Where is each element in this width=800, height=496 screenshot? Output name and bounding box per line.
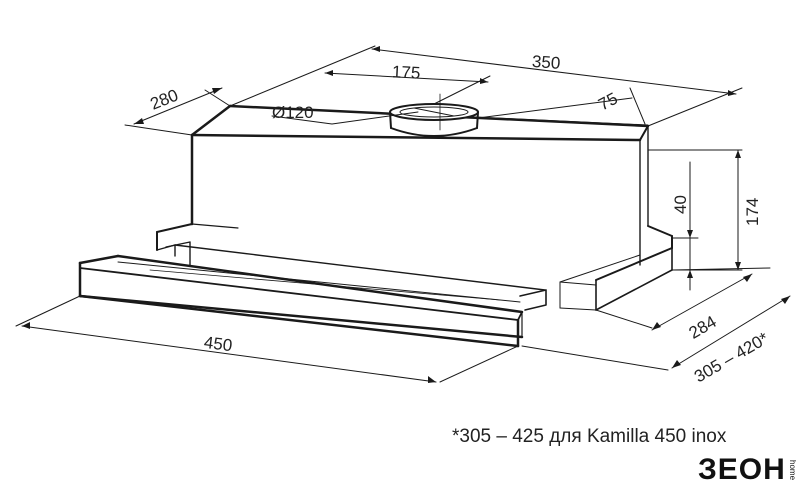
sliding-panel <box>78 241 547 348</box>
dim-diameter-label: Ø120 <box>272 103 314 122</box>
dimension-lines <box>15 45 791 383</box>
dim-280-label: 280 <box>148 86 181 114</box>
dim-350-label: 350 <box>531 52 561 73</box>
brand-logo: ЗЕОН home <box>698 452 797 488</box>
logo-sub-text: home <box>787 459 797 480</box>
dim-284-label: 284 <box>686 312 720 343</box>
dim-450-label: 450 <box>203 333 233 355</box>
logo-main-text: ЗЕОН <box>698 453 786 486</box>
footnote-text: *305 – 425 для Kamilla 450 inox <box>452 426 727 447</box>
dim-175-label: 175 <box>391 62 420 82</box>
dim-174-label: 174 <box>743 198 762 226</box>
dimension-arrows <box>22 46 790 383</box>
dim-75-label: 75 <box>595 89 621 115</box>
dim-40-label: 40 <box>671 195 690 214</box>
duct-collar <box>389 93 479 137</box>
